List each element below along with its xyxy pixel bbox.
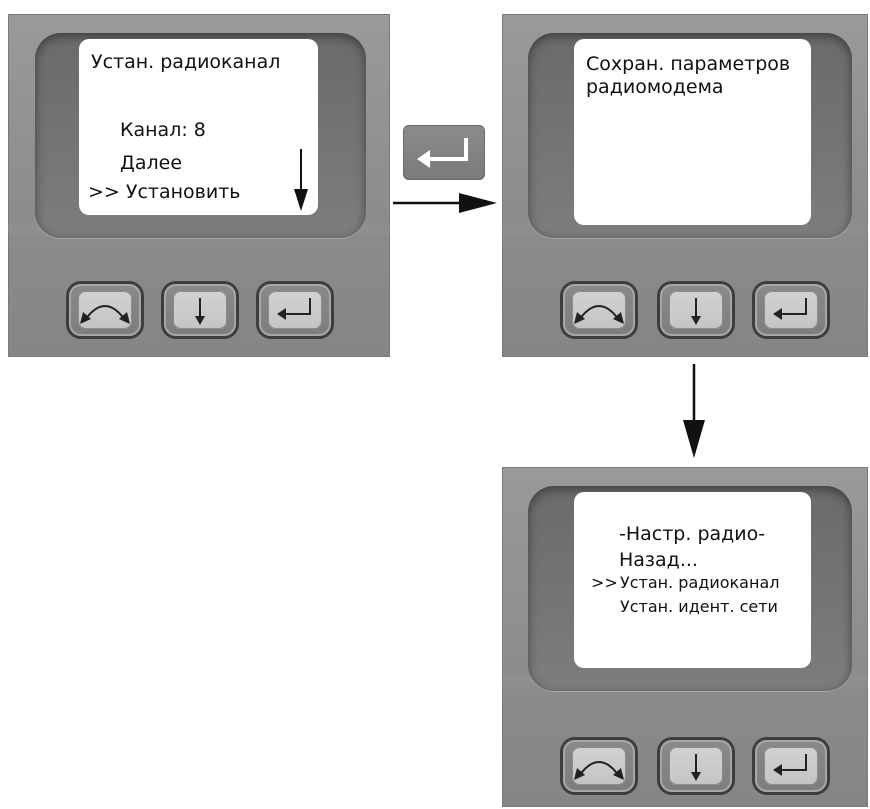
button-face [572,747,626,785]
enter-button[interactable] [755,284,827,336]
lcd-screen: Устан. радиоканал Канал: 8 Далее >> Уста… [79,39,318,215]
screen-line-channel: Канал: 8 [120,119,206,141]
swap-arrows-icon [574,761,624,780]
down-arrow-icon [683,364,705,458]
down-arrow-icon [691,754,701,781]
down-button[interactable] [660,740,732,792]
right-arrow-icon [393,193,497,213]
down-button[interactable] [164,284,236,336]
button-face [572,291,626,329]
menu-item-set-selected[interactable]: >> Установить [88,181,241,203]
enter-button[interactable] [259,284,331,336]
button-face [268,291,322,329]
selection-marker: >> [591,573,618,592]
menu-item-next[interactable]: Далее [120,152,183,174]
menu-item-set-channel-selected[interactable]: Устан. радиоканал [620,573,780,592]
enter-icon [277,298,311,320]
enter-button[interactable] [755,740,827,792]
screen-line-title: Устан. радиоканал [91,51,281,73]
down-arrow-icon [294,149,308,211]
device-panel-2: Сохран. параметров радиомодема [502,14,868,357]
scroll-button[interactable] [563,284,635,336]
button-face [78,291,132,329]
screen-line-modem: радиомодема [586,76,724,98]
button-face [764,291,818,329]
menu-item-set-network-id[interactable]: Устан. идент. сети [620,597,778,616]
device-panel-3: -Настр. радио- Назад... >> Устан. радиок… [502,467,868,807]
lcd-screen: Сохран. параметров радиомодема [574,39,811,225]
screen-line-saving: Сохран. параметров [586,53,791,75]
scroll-button[interactable] [69,284,141,336]
lcd-screen: -Настр. радио- Назад... >> Устан. радиок… [574,492,811,668]
swap-arrows-icon [80,305,130,324]
scroll-button[interactable] [563,740,635,792]
enter-key-indicator [403,125,485,180]
down-arrow-icon [195,298,205,325]
screen-line-header: -Настр. радио- [619,523,766,545]
swap-arrows-icon [574,305,624,324]
enter-icon [417,138,468,168]
enter-icon [773,754,807,776]
enter-icon [773,298,807,320]
device-panel-1: Устан. радиоканал Канал: 8 Далее >> Уста… [8,14,390,357]
menu-item-back[interactable]: Назад... [619,549,698,571]
button-face [764,747,818,785]
down-arrow-icon [691,298,701,325]
down-button[interactable] [660,284,732,336]
